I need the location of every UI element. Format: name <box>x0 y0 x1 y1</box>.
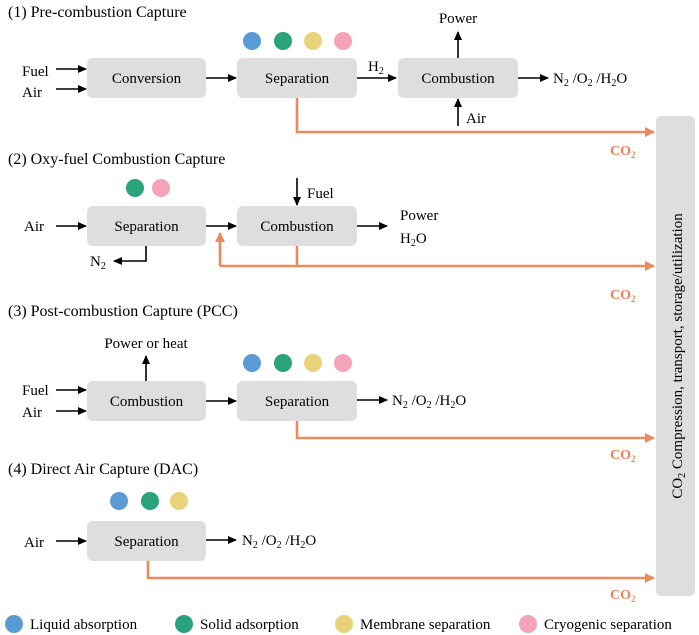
air-input-label: Air <box>24 535 44 551</box>
section-post-combustion: (3) Post-combustion Capture (PCC) Power … <box>8 303 655 464</box>
section-title: (3) Post-combustion Capture (PCC) <box>8 303 238 320</box>
section-title: (2) Oxy-fuel Combustion Capture <box>8 151 225 168</box>
legend-liquid-absorption-dot <box>5 615 23 633</box>
separation-label: Separation <box>265 71 330 87</box>
separation-box <box>237 381 357 421</box>
solid-adsorption-dot <box>141 492 159 510</box>
membrane-separation-dot <box>304 354 322 372</box>
co2-flow-arrow <box>295 98 655 137</box>
combustion-label: Combustion <box>110 394 184 410</box>
liquid-absorption-dot <box>110 492 128 510</box>
membrane-separation-dot <box>304 32 322 50</box>
power-label: Power <box>439 11 477 27</box>
n2-label: N2 <box>90 254 106 272</box>
co2-label: CO2 <box>610 144 636 160</box>
cryogenic-separation-dot <box>152 179 170 197</box>
air-input-label: Air <box>24 219 44 235</box>
co2-flow-arrow <box>146 561 655 583</box>
cryogenic-separation-dot <box>334 32 352 50</box>
n2-arrow <box>113 246 147 265</box>
co2-label: CO2 <box>610 588 636 604</box>
solid-adsorption-dot <box>274 32 292 50</box>
co2-flow-arrow <box>295 421 655 443</box>
air-to-combustion-label: Air <box>466 111 486 127</box>
combustion-label: Combustion <box>421 71 495 87</box>
legend-cryogenic-separation-label: Cryogenic separation <box>544 617 672 633</box>
legend-cryogenic-separation-dot <box>519 615 537 633</box>
solid-adsorption-dot <box>126 179 144 197</box>
section-oxy-fuel: (2) Oxy-fuel Combustion Capture Air Sepa… <box>8 151 655 304</box>
section-pre-combustion: (1) Pre-combustion Capture Fuel Air Conv… <box>8 4 655 160</box>
power-label: Power <box>400 208 438 224</box>
legend-membrane-separation-dot <box>335 615 353 633</box>
conversion-label: Conversion <box>112 71 182 87</box>
air-input-label: Air <box>22 405 42 421</box>
fuel-input-label: Fuel <box>22 383 49 399</box>
power-or-heat-label: Power or heat <box>104 336 188 352</box>
legend-solid-adsorption-dot <box>175 615 193 633</box>
air-input-label: Air <box>22 85 42 101</box>
solid-adsorption-dot <box>274 354 292 372</box>
fuel-label: Fuel <box>307 186 334 202</box>
separation-label: Separation <box>114 219 179 235</box>
liquid-absorption-dot <box>243 32 261 50</box>
separation-box <box>237 58 357 98</box>
membrane-separation-dot <box>170 492 188 510</box>
storage-label: CO2 Compression, transport, storage/util… <box>670 213 688 499</box>
section-title: (1) Pre-combustion Capture <box>8 4 187 21</box>
section-direct-air-capture: (4) Direct Air Capture (DAC) Air Separat… <box>8 461 655 604</box>
cryogenic-separation-dot <box>334 354 352 372</box>
exhaust-label: N2 /O2 /H2O <box>392 393 466 411</box>
storage-box <box>656 116 695 596</box>
separation-label: Separation <box>265 394 330 410</box>
exhaust-label: N2 /O2 /H2O <box>553 71 627 89</box>
legend-solid-adsorption-label: Solid adsorption <box>200 617 299 633</box>
combustion-label: Combustion <box>260 219 334 235</box>
combustion-box <box>237 206 357 246</box>
storage-column: CO2 Compression, transport, storage/util… <box>656 116 695 596</box>
section-title: (4) Direct Air Capture (DAC) <box>8 461 198 478</box>
separation-box <box>87 206 206 246</box>
liquid-absorption-dot <box>243 354 261 372</box>
separation-box <box>87 521 206 561</box>
h2-label: H2 <box>368 59 384 77</box>
combustion-box <box>87 381 206 421</box>
h2o-label: H2O <box>400 231 427 249</box>
separation-label: Separation <box>114 534 179 550</box>
legend-liquid-absorption-label: Liquid absorption <box>30 617 138 633</box>
co2-label: CO2 <box>610 448 636 464</box>
co2-label: CO2 <box>610 288 636 304</box>
fuel-input-label: Fuel <box>22 64 49 80</box>
legend-membrane-separation-label: Membrane separation <box>360 617 491 633</box>
exhaust-label: N2 /O2 /H2O <box>242 533 316 551</box>
legend: Liquid absorption Solid adsorption Membr… <box>5 615 672 633</box>
conversion-box <box>87 58 206 98</box>
combustion-box <box>398 58 518 98</box>
